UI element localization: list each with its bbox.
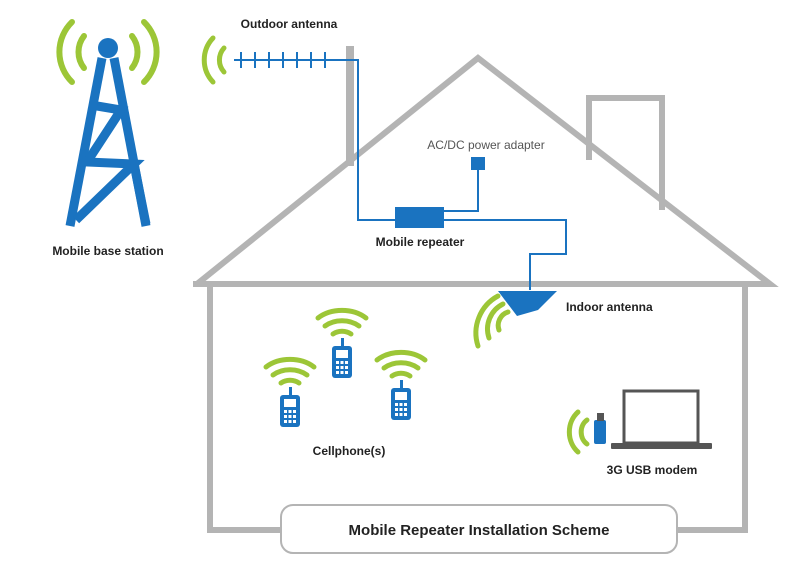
diagram-title: Mobile Repeater Installation Scheme bbox=[349, 522, 610, 539]
cellphone-icon bbox=[374, 349, 428, 420]
base-station-signal-waves bbox=[56, 19, 160, 85]
base-station-label: Mobile base station bbox=[52, 244, 163, 258]
indoor-antenna-body bbox=[498, 291, 557, 316]
indoor-antenna-signal-waves bbox=[473, 293, 511, 349]
cellphone-icon bbox=[315, 307, 369, 378]
title-frame bbox=[280, 504, 678, 554]
house-walls-right bbox=[676, 284, 748, 533]
indoor-cable bbox=[444, 219, 567, 290]
title-box: Mobile Repeater Installation Scheme bbox=[280, 504, 678, 554]
antenna-elements bbox=[240, 52, 326, 68]
house-roof bbox=[193, 54, 779, 287]
indoor-antenna-icon bbox=[473, 291, 557, 349]
outdoor-antenna-label: Outdoor antenna bbox=[241, 17, 338, 31]
outdoor-cable bbox=[350, 59, 395, 221]
cellphone-icon bbox=[263, 356, 317, 427]
laptop-icon bbox=[611, 389, 712, 449]
tower-frame bbox=[65, 57, 151, 227]
house-outline bbox=[193, 54, 779, 533]
power-adapter-label: AC/DC power adapter bbox=[427, 138, 544, 152]
usb-modem-signal-waves bbox=[566, 409, 590, 455]
indoor-antenna-label: Indoor antenna bbox=[566, 300, 653, 314]
chimney bbox=[586, 95, 665, 210]
usb-modem-icon bbox=[566, 409, 606, 455]
antenna-mast bbox=[346, 46, 354, 166]
repeater-icon bbox=[395, 207, 444, 228]
base-station-tower-icon bbox=[56, 19, 160, 227]
power-adapter-icon bbox=[471, 157, 485, 170]
tower-top bbox=[98, 38, 118, 58]
laptop-base bbox=[611, 443, 712, 449]
outdoor-antenna-icon bbox=[201, 35, 354, 166]
outdoor-antenna-signal-waves bbox=[201, 35, 227, 85]
cellphones-label: Cellphone(s) bbox=[313, 444, 386, 458]
repeater-label: Mobile repeater bbox=[376, 235, 465, 249]
usb-modem-label: 3G USB modem bbox=[607, 463, 698, 477]
power-cable bbox=[444, 168, 479, 212]
house-walls bbox=[207, 284, 282, 533]
cables bbox=[350, 59, 567, 290]
